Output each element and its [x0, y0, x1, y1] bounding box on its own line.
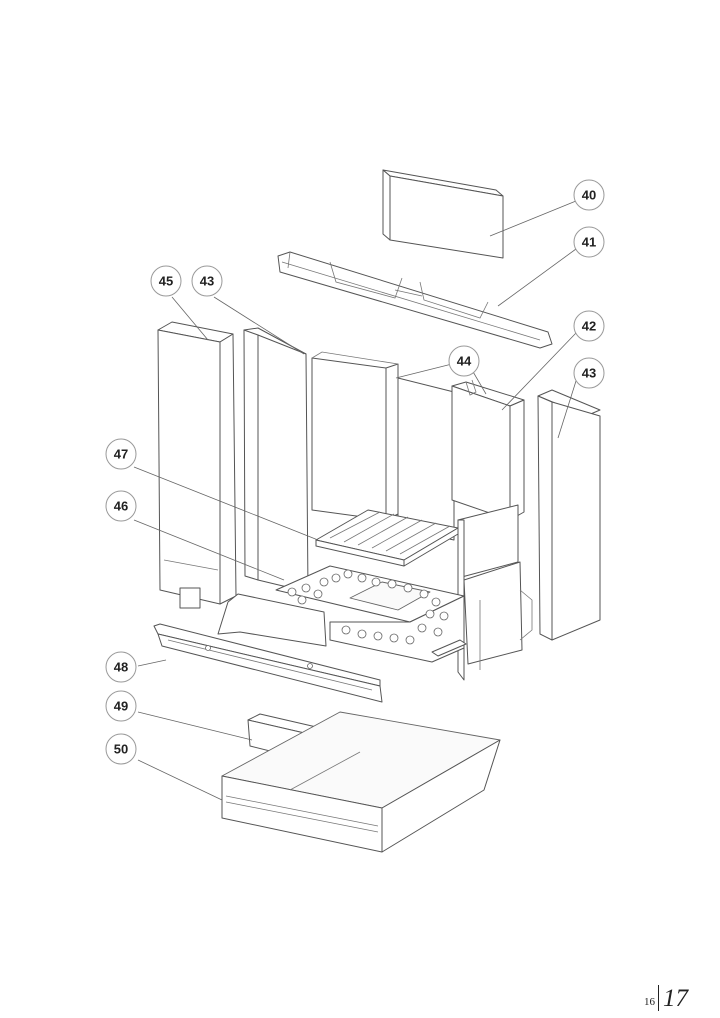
callout-46: 46	[105, 490, 137, 522]
part-44-rear-liners	[311, 351, 455, 541]
part-45-left-side-brick	[157, 321, 237, 609]
page-divider	[658, 985, 659, 1011]
part-48-front-fender	[153, 593, 383, 703]
callout-43-left: 43	[191, 265, 223, 297]
svg-text:49: 49	[114, 699, 128, 714]
svg-text:45: 45	[159, 274, 173, 289]
svg-text:40: 40	[582, 188, 596, 203]
callout-47: 47	[105, 438, 137, 470]
svg-text:50: 50	[114, 742, 128, 757]
svg-text:44: 44	[457, 354, 472, 369]
part-47-grate	[315, 509, 459, 567]
callout-45: 45	[150, 265, 182, 297]
callout-41: 41	[573, 226, 605, 258]
callout-43-right: 43	[573, 357, 605, 389]
part-41-deflector-plate	[277, 251, 553, 349]
svg-text:43: 43	[200, 274, 214, 289]
svg-text:43: 43	[582, 366, 596, 381]
callout-42: 42	[573, 310, 605, 342]
part-42-right-wall	[451, 379, 533, 681]
part-43-left-liner	[243, 327, 309, 593]
svg-text:47: 47	[114, 447, 128, 462]
svg-text:48: 48	[114, 660, 128, 675]
part-40-baffle-brick	[382, 169, 504, 259]
left-page-number: 16	[644, 996, 655, 1008]
callout-48: 48	[105, 651, 137, 683]
svg-text:42: 42	[582, 319, 596, 334]
right-page-number: 17	[663, 985, 688, 1012]
part-50-ash-pan	[221, 711, 501, 853]
svg-text:41: 41	[582, 235, 596, 250]
svg-text:46: 46	[114, 499, 128, 514]
part-46-hearth-base	[275, 565, 467, 663]
callout-40: 40	[573, 179, 605, 211]
callout-49: 49	[105, 690, 137, 722]
callout-50: 50	[105, 733, 137, 765]
page-numbers: 16 17	[644, 983, 688, 1011]
leader-lines	[133, 200, 577, 801]
part-43-right-liner	[537, 389, 601, 641]
callout-44: 44	[448, 345, 480, 377]
